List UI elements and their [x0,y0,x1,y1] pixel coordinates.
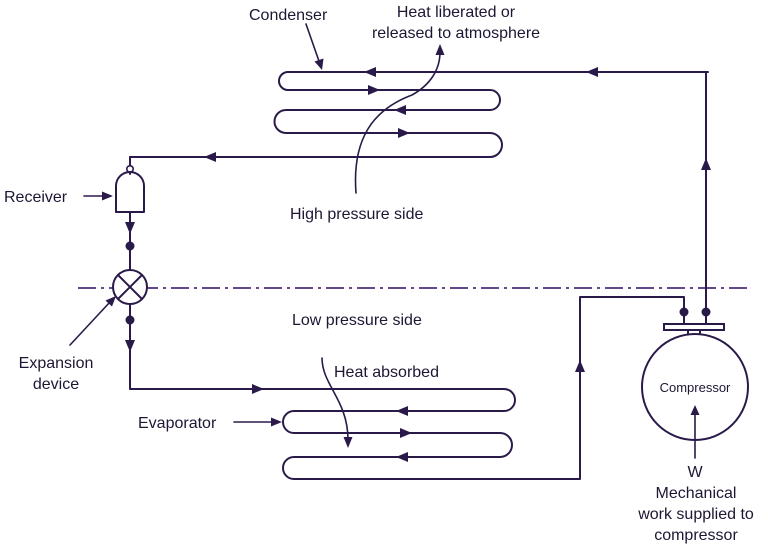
arrowhead [271,417,282,427]
expansion-device-label-line1: Expansion [19,355,94,372]
work-label-line3: compressor [654,527,738,544]
flow-arrowhead [364,67,376,77]
arrowhead [343,437,353,448]
receiver [115,156,145,213]
expansion-pointer [69,301,111,346]
flow-arrowhead [394,105,406,115]
high-pressure-side-label: High pressure side [290,206,424,223]
compressor-label: Compressor [660,380,731,395]
arrowhead [690,405,700,415]
flow-arrowhead [398,128,410,138]
arrowhead [105,296,116,307]
flow-arrowhead [125,222,135,234]
heat-released-arrow [354,51,441,194]
evaporator-coil [282,296,685,480]
condenser-label: Condenser [249,7,328,24]
low-pressure-side-label: Low pressure side [292,312,422,329]
condenser-coil [129,71,709,158]
flow-arrowhead [400,428,412,438]
flow-arrowhead [204,152,216,162]
flow-arrowhead [396,452,408,462]
expansion-outlet-line [129,303,505,390]
flow-arrowhead [396,406,408,416]
junction-dot [679,307,689,317]
junction-dot [701,307,711,317]
receiver-label: Receiver [4,189,68,206]
junction-dot [125,241,135,251]
heat-absorbed-arrow [321,357,349,441]
flow-arrowhead [701,158,711,170]
expansion-device-label-line2: device [33,376,79,393]
arrowhead [102,191,113,201]
flow-arrowhead [575,360,585,372]
flow-arrowhead [252,384,264,394]
heat-absorbed-label: Heat absorbed [334,364,439,381]
flow-arrowhead [125,340,135,352]
arrowhead [435,44,445,55]
flow-arrowhead [368,85,380,95]
work-label-line1: Mechanical [656,485,737,502]
flow-arrowhead [586,67,598,77]
junction-dot [125,315,135,325]
condenser-pointer [305,23,321,65]
arrowhead [314,58,324,70]
heat-released-label-line2: released to atmosphere [372,25,540,42]
heat-released-label-line1: Heat liberated or [397,4,516,21]
evaporator-label: Evaporator [138,415,217,432]
work-label-line2: work supplied to [637,506,754,523]
work-symbol-label: W [687,464,703,481]
expansion-device [112,269,148,305]
